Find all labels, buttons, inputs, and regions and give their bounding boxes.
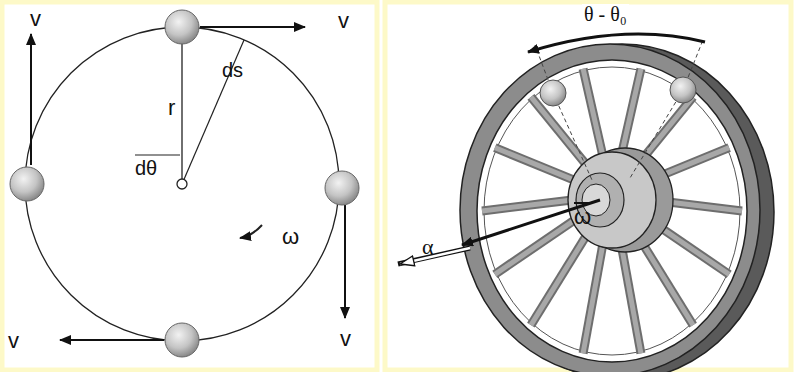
angular-velocity-vector-label: ω [574,206,591,228]
angular-velocity-label: ω [282,226,299,248]
spoke [637,234,693,325]
spoke [583,243,603,353]
spoke [621,243,641,353]
spoke [637,234,693,325]
spoke [621,69,641,157]
spoke [621,243,641,353]
spoke [482,200,572,211]
arc-length-label: ds [222,60,243,80]
angle-swept-label: θ - θ₀ [582,4,629,24]
spoke [495,148,576,181]
velocity-label: v [340,328,351,350]
spoke [621,69,641,157]
spoke [495,219,576,274]
spoke [583,69,603,157]
angular-acceleration-label: α [422,236,434,258]
velocity-label: v [338,10,349,32]
spoke [583,69,603,157]
angle-label: dθ [135,158,157,178]
spoke [583,243,603,353]
spoke [495,219,576,274]
velocity-label: v [30,8,41,30]
velocity-label: v [8,330,19,352]
spoke [482,200,572,211]
radius-label: r [168,97,175,119]
spoke [495,148,576,181]
